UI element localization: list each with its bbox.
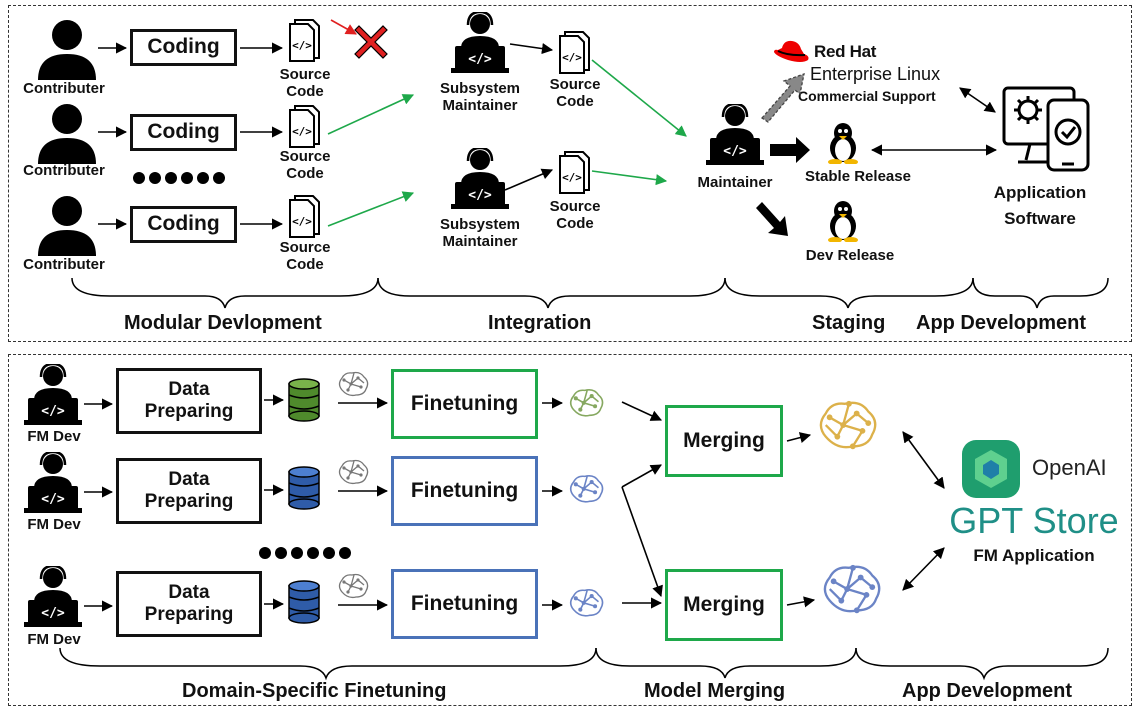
stage-label-domain-finetuning: Domain-Specific Finetuning [182,680,447,702]
dev-release-label: Dev Release [805,247,895,264]
merging-box: Merging [665,405,783,477]
database-icon [287,466,321,515]
fm-dev-icon: </> [24,362,82,431]
maintainer-icon: </> [706,102,764,171]
source-code-icon: </> [287,104,321,153]
finetuned-model-brain-icon [566,387,606,426]
top-panel [8,5,1132,342]
fm-dev-label: FM Dev [27,516,81,533]
svg-text:</>: </> [292,125,312,138]
contributor-label: Contributer [23,80,105,97]
data-preparing-box: Data Preparing [116,571,262,637]
database-icon [287,580,321,629]
subsystem-maintainer-icon: </> [451,10,509,79]
contributor-label: Contributer [23,162,105,179]
redhat-logo-icon [772,38,810,69]
svg-text:</>: </> [41,404,65,419]
svg-text:</>: </> [41,492,65,507]
svg-text:</>: </> [468,188,492,203]
stable-release-label: Stable Release [805,168,911,185]
contributor-icon [36,18,98,85]
subsystem-maintainer-label: Subsystem Maintainer [439,80,521,115]
coding-box: Coding [130,114,237,151]
svg-text:</>: </> [723,144,747,159]
contributor-icon [36,194,98,261]
stage-label-model-merging: Model Merging [644,680,786,702]
finetuning-box: Finetuning [391,569,538,639]
source-code-icon: </> [557,150,591,199]
data-preparing-box: Data Preparing [116,368,262,434]
svg-text:</>: </> [562,51,582,64]
svg-text:</>: </> [292,215,312,228]
base-model-brain-icon [336,572,370,607]
stage-label-modular-development: Modular Devlopment [124,312,322,334]
base-model-brain-icon [336,370,370,405]
fm-application-label: FM Application [973,546,1095,565]
finetuning-box: Finetuning [391,456,538,526]
maintainer-label: Maintainer [697,174,773,191]
finetuned-model-brain-icon [566,587,606,626]
rejected-x-icon [353,24,389,65]
fm-dev-icon: </> [24,450,82,519]
source-code-label: Source Code [549,76,601,111]
stage-label-integration: Integration [488,312,592,334]
subsystem-maintainer-label: Subsystem Maintainer [439,216,521,251]
redhat-product-label: Enterprise Linux [810,64,941,84]
finetuning-box: Finetuning [391,369,538,439]
stage-label-staging: Staging [812,312,886,334]
svg-text:</>: </> [41,606,65,621]
redhat-brand-label: Red Hat [814,42,877,61]
fm-dev-icon: </> [24,564,82,633]
openai-label: OpenAI [1032,455,1107,480]
base-model-brain-icon [336,458,370,493]
openai-logo-icon [960,438,1022,505]
fm-dev-label: FM Dev [27,428,81,445]
svg-text:</>: </> [292,39,312,52]
merged-model-brain-icon [814,398,880,461]
svg-text:</>: </> [562,171,582,184]
coding-box: Coding [130,206,237,243]
fm-dev-label: FM Dev [27,631,81,648]
commercial-support-label: Commercial Support [798,88,936,104]
source-code-icon: </> [287,194,321,243]
stage-label-app-development: App Development [916,312,1087,334]
data-preparing-box: Data Preparing [116,458,262,524]
coding-box: Coding [130,29,237,66]
database-icon [287,378,321,427]
application-software-label: Application Software [993,183,1087,228]
linux-penguin-icon [826,200,860,247]
source-code-label: Source Code [549,198,601,233]
more-contributors-dots [132,170,227,191]
source-code-icon: </> [287,18,321,67]
source-code-label: Source Code [279,66,331,101]
stage-label-app-development: App Development [902,680,1073,702]
svg-text:</>: </> [468,52,492,67]
merged-model-brain-icon [818,562,884,625]
subsystem-maintainer-icon: </> [451,146,509,215]
more-devs-dots [258,545,353,566]
gpt-store-label: GPT Store [949,500,1119,541]
application-software-icon [1000,80,1096,181]
source-code-label: Source Code [279,239,331,274]
merging-box: Merging [665,569,783,641]
contributor-label: Contributer [23,256,105,273]
finetuned-model-brain-icon [566,473,606,512]
contributor-icon [36,102,98,169]
bottom-panel [8,354,1132,706]
linux-penguin-icon [826,122,860,169]
source-code-icon: </> [557,30,591,79]
source-code-label: Source Code [279,148,331,183]
